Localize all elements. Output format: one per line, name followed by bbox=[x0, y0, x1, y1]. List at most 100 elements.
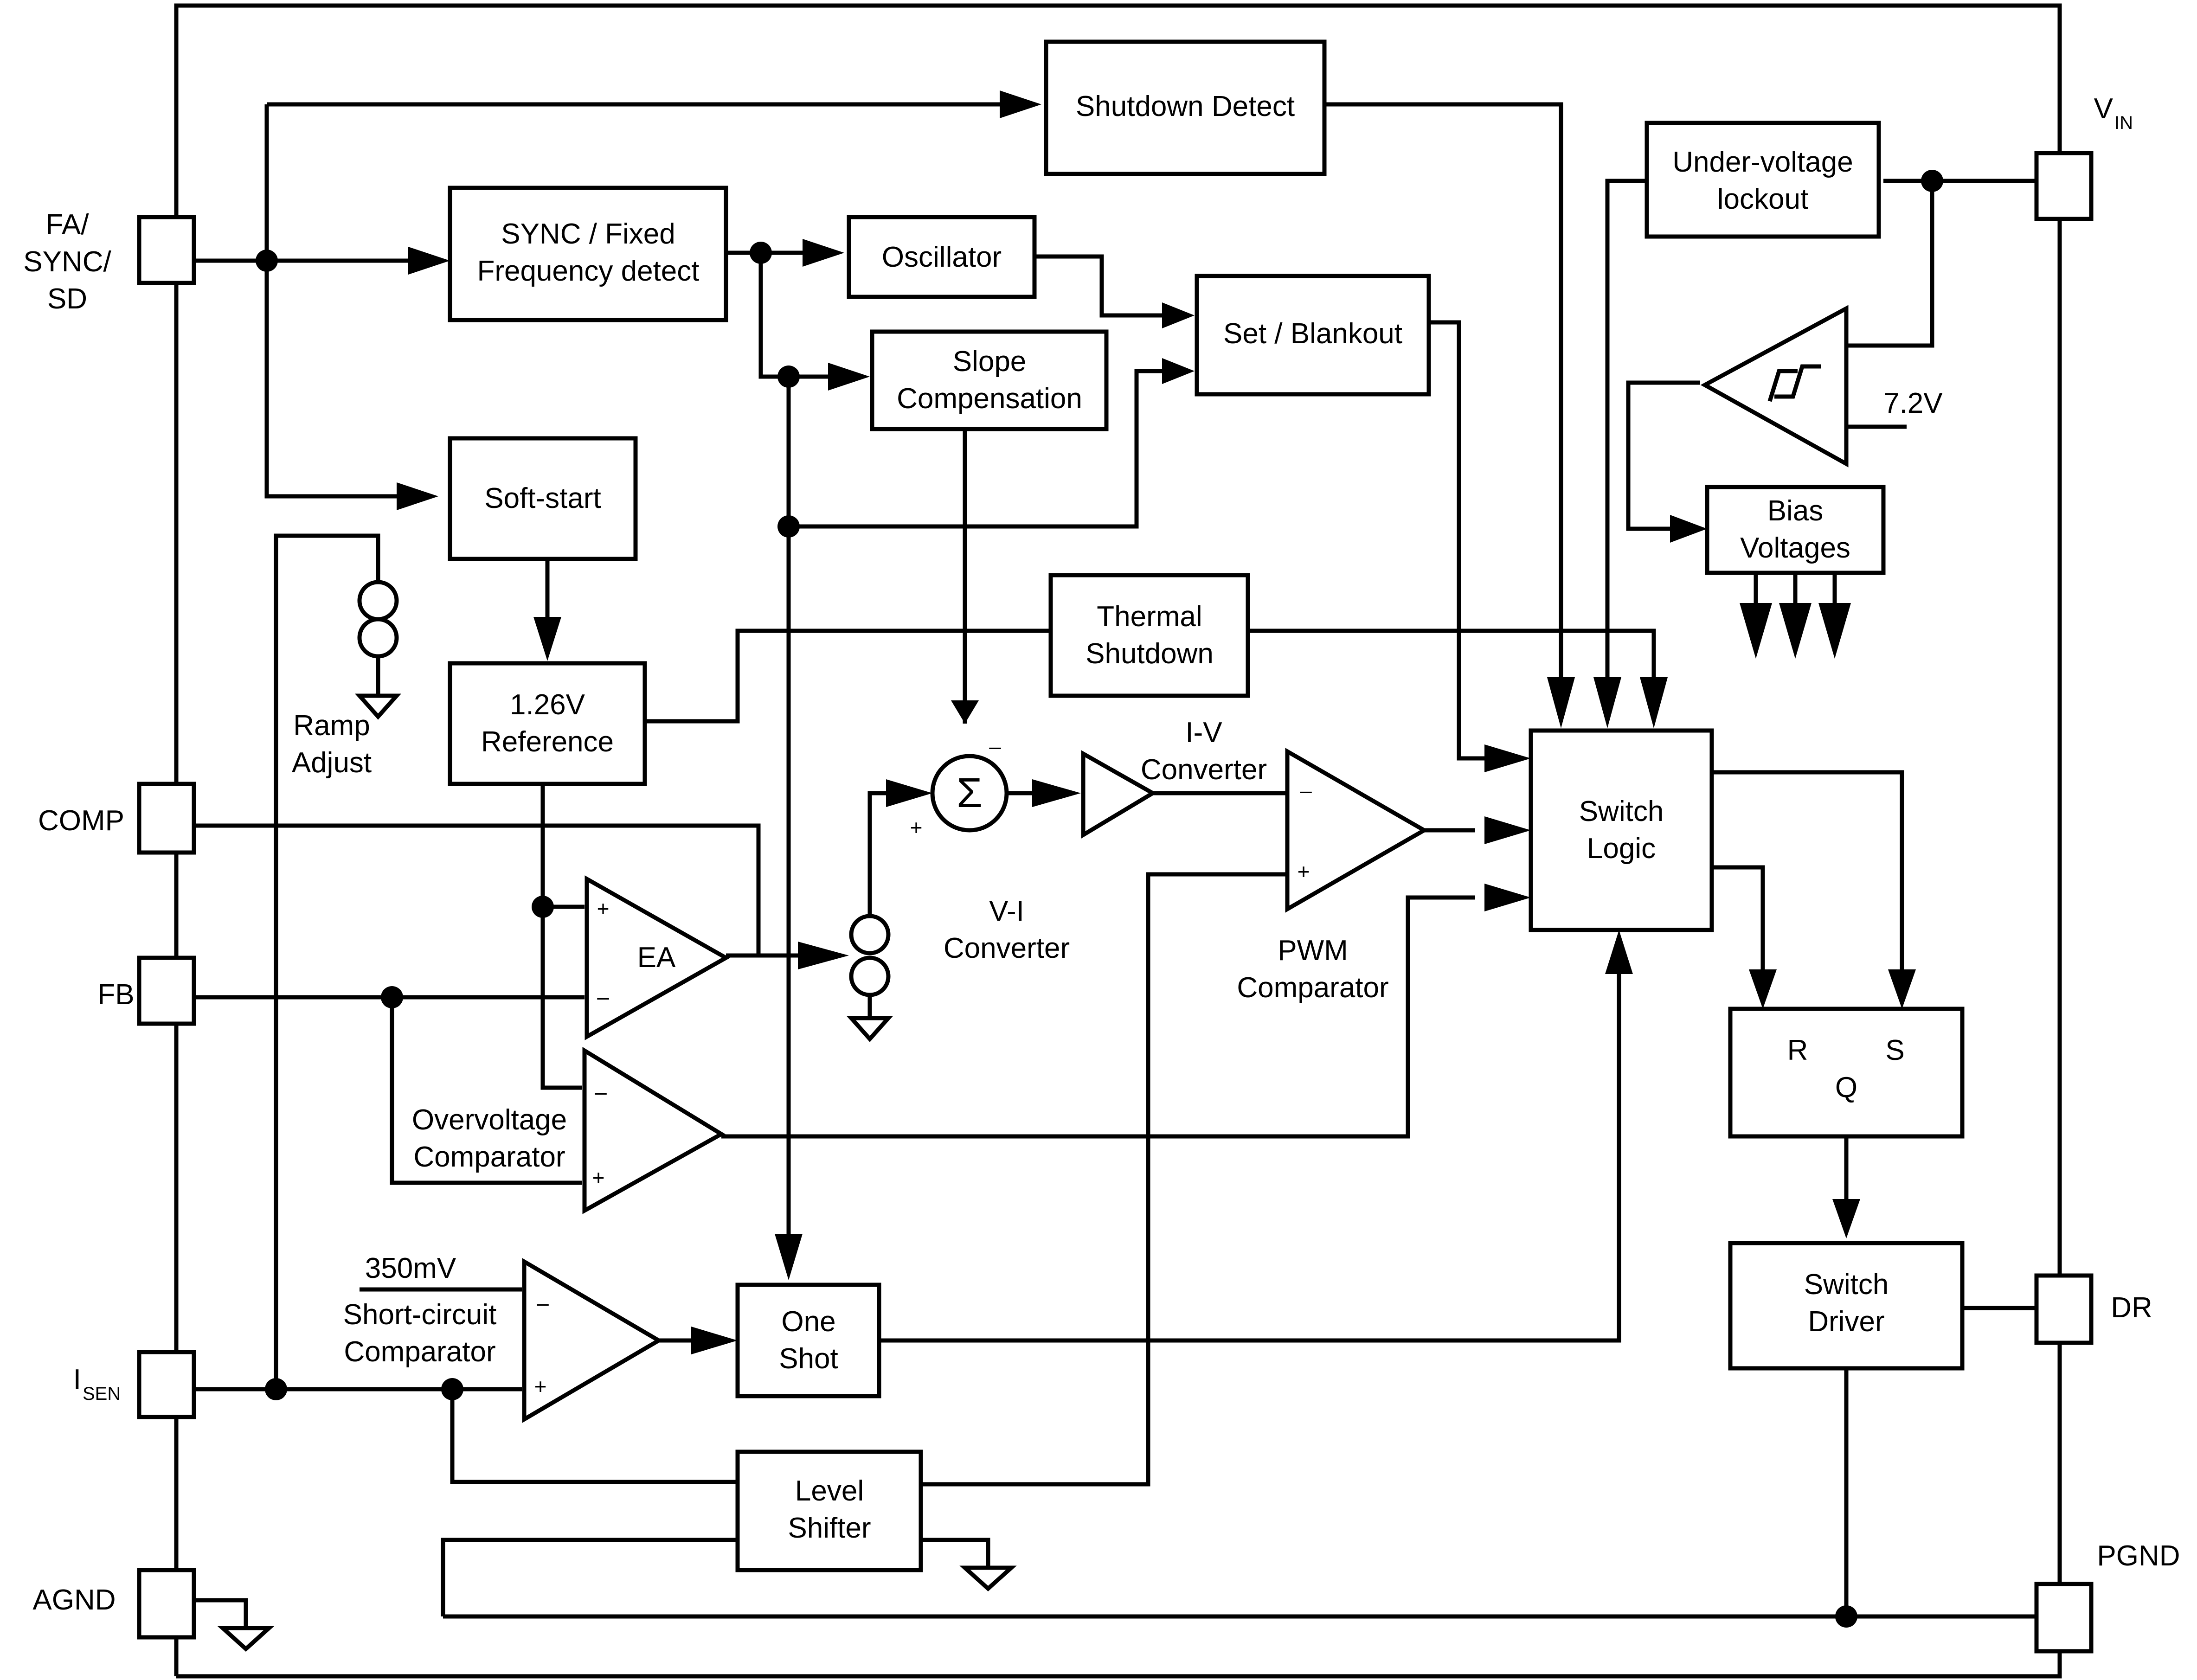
set-blankout-label: Set / Blankout bbox=[1223, 318, 1402, 350]
pwm-comparator bbox=[1285, 748, 1429, 913]
pin-label-pgnd: PGND bbox=[2097, 1540, 2180, 1572]
pin-fb bbox=[137, 955, 196, 1026]
switch-driver-label-2: Driver bbox=[1808, 1306, 1884, 1338]
pwm-comparator-label-1: PWM bbox=[1278, 935, 1348, 967]
pin-dr bbox=[2034, 1273, 2094, 1345]
sync-fixed-label-2: Frequency detect bbox=[477, 255, 699, 287]
pin-label-isen: I bbox=[73, 1364, 81, 1396]
reference-block bbox=[448, 661, 647, 786]
ramp-current-source-icon bbox=[357, 580, 399, 659]
slope-compensation-block bbox=[870, 329, 1109, 431]
sum-minus-sign: – bbox=[989, 734, 1001, 758]
switch-driver-label-1: Switch bbox=[1804, 1269, 1889, 1301]
latch-r-label: R bbox=[1787, 1034, 1808, 1066]
oscillator-block bbox=[847, 215, 1037, 299]
pin-label-fa: FA/ bbox=[45, 209, 89, 241]
vi-converter-label-2: Converter bbox=[944, 932, 1070, 964]
pin-agnd bbox=[137, 1568, 196, 1640]
chip-outline bbox=[174, 3, 2062, 1679]
bias-label-1: Bias bbox=[1767, 495, 1824, 527]
shifter-ground-icon bbox=[959, 1565, 1017, 1592]
wires bbox=[194, 102, 2036, 1628]
uvlo-label-1: Under-voltage bbox=[1672, 146, 1853, 178]
slope-comp-label-2: Compensation bbox=[897, 383, 1082, 415]
sc-minus-sign: – bbox=[537, 1291, 549, 1315]
vi-ground-icon bbox=[846, 1016, 893, 1042]
soft-start-label: Soft-start bbox=[484, 482, 601, 514]
vi-converter-label-1: V-I bbox=[989, 895, 1024, 927]
hysteresis-icon-2 bbox=[1767, 369, 1798, 402]
pin-comp bbox=[137, 782, 196, 855]
pin-vin bbox=[2034, 151, 2094, 221]
ea-label: EA bbox=[637, 942, 676, 974]
pin-label-vin: V bbox=[2094, 93, 2113, 125]
pwm-plus-sign: + bbox=[1298, 859, 1310, 884]
label-7-2v: 7.2V bbox=[1883, 387, 1943, 419]
iv-converter-label-1: I-V bbox=[1185, 717, 1222, 749]
ground-symbols bbox=[217, 693, 1017, 1652]
sigma-symbol: Σ bbox=[957, 770, 983, 816]
overvoltage-comparator bbox=[582, 1046, 726, 1214]
latch-s-label: S bbox=[1885, 1034, 1904, 1066]
error-amplifier bbox=[585, 875, 731, 1040]
pin-label-agnd: AGND bbox=[32, 1584, 116, 1616]
uvlo-label-2: lockout bbox=[1717, 183, 1808, 215]
pin-pgnd bbox=[2034, 1582, 2094, 1654]
level-shifter-label-2: Shifter bbox=[788, 1512, 871, 1544]
thermal-shutdown-block bbox=[1048, 573, 1250, 698]
pin-label-fb: FB bbox=[97, 979, 134, 1011]
ov-minus-sign: – bbox=[595, 1080, 607, 1104]
shutdown-detect-label: Shutdown Detect bbox=[1076, 90, 1295, 122]
sum-plus-sign: + bbox=[910, 815, 923, 840]
pins bbox=[137, 151, 2094, 1654]
hysteresis-icon bbox=[1774, 364, 1821, 399]
ov-comparator-label-1: Overvoltage bbox=[412, 1104, 567, 1136]
switch-driver-block bbox=[1728, 1241, 1965, 1371]
pin-label-sync: SYNC/ bbox=[23, 246, 111, 278]
sync-fixed-label-1: SYNC / Fixed bbox=[501, 218, 675, 250]
ea-minus-sign: – bbox=[597, 985, 609, 1009]
short-circuit-comparator bbox=[522, 1258, 663, 1423]
ov-plus-sign: + bbox=[592, 1166, 605, 1190]
agnd-ground-icon bbox=[217, 1626, 275, 1652]
pin-label-dr: DR bbox=[2111, 1292, 2152, 1324]
ea-plus-sign: + bbox=[597, 897, 610, 921]
pin-label-isen-sub: SEN bbox=[83, 1384, 121, 1404]
uvlo-block bbox=[1645, 121, 1881, 239]
sc-plus-sign: + bbox=[534, 1374, 547, 1398]
ov-comparator-label-2: Comparator bbox=[413, 1141, 565, 1173]
one-shot-label-2: Shot bbox=[779, 1343, 838, 1375]
shutdown-detect-block bbox=[1044, 39, 1327, 176]
set-blankout-block bbox=[1195, 274, 1431, 397]
reference-label-1: 1.26V bbox=[510, 689, 585, 721]
pwm-minus-sign: – bbox=[1300, 778, 1312, 802]
sc-comparator-label-1: Short-circuit bbox=[343, 1299, 497, 1331]
arrowheads bbox=[397, 90, 1916, 1354]
oscillator-label: Oscillator bbox=[882, 241, 1002, 273]
slope-comp-label-1: Slope bbox=[953, 346, 1027, 378]
junctions bbox=[256, 170, 1943, 1628]
vi-current-source-icon bbox=[849, 914, 891, 997]
bias-label-2: Voltages bbox=[1740, 532, 1850, 564]
level-shifter-block bbox=[735, 1449, 923, 1572]
one-shot-block bbox=[735, 1282, 881, 1398]
reference-label-2: Reference bbox=[481, 726, 614, 758]
sc-comparator-label-2: Comparator bbox=[344, 1336, 495, 1368]
rs-latch-block bbox=[1728, 1007, 1965, 1139]
level-shifter-label-1: Level bbox=[795, 1475, 864, 1507]
ramp-ground-icon bbox=[354, 693, 402, 720]
switch-logic-label-1: Switch bbox=[1579, 795, 1664, 827]
pin-label-comp: COMP bbox=[38, 805, 124, 837]
pwm-comparator-label-2: Comparator bbox=[1237, 972, 1388, 1004]
ramp-adjust-label-2: Adjust bbox=[292, 747, 372, 779]
pin-label-vin-sub: IN bbox=[2114, 113, 2133, 133]
pin-label-sd: SD bbox=[47, 283, 87, 315]
pin-isen bbox=[137, 1350, 196, 1419]
iv-converter-label-2: Converter bbox=[1141, 754, 1267, 786]
iv-converter-buffer bbox=[1081, 750, 1157, 839]
latch-q-label: Q bbox=[1835, 1071, 1857, 1103]
label-350mv: 350mV bbox=[365, 1252, 456, 1284]
switch-logic-block bbox=[1529, 728, 1714, 932]
ramp-adjust-label-1: Ramp bbox=[293, 710, 370, 742]
